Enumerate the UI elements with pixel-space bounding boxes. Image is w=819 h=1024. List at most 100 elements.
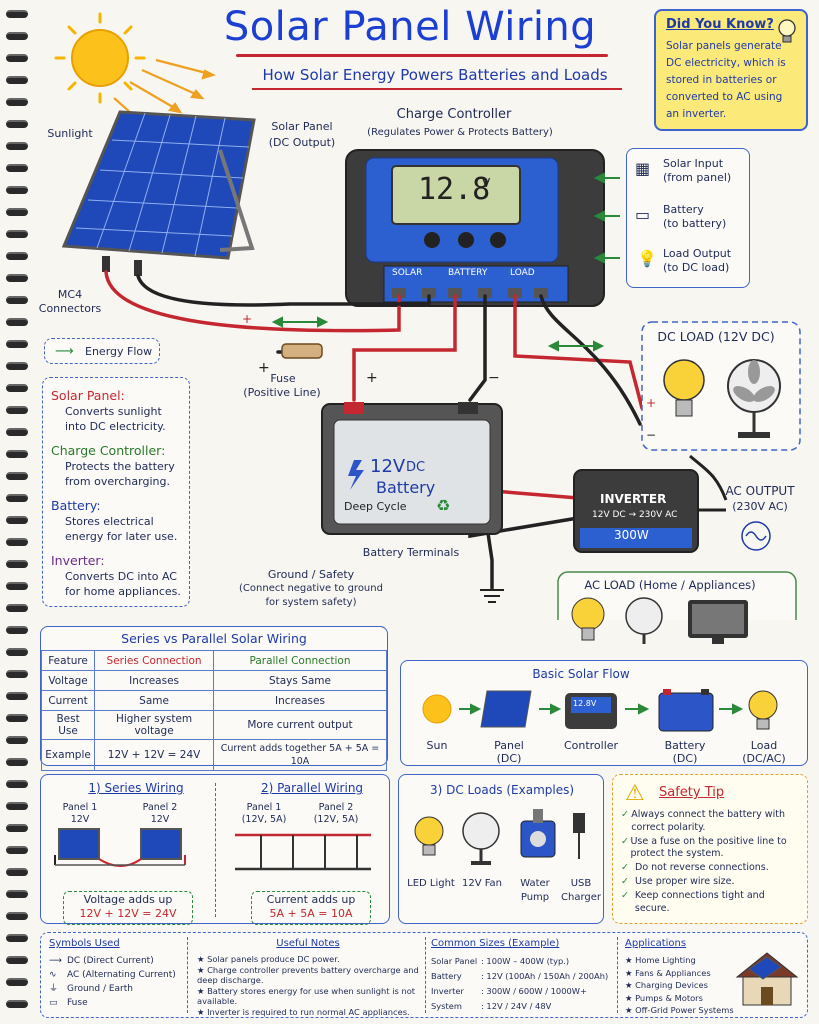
table-cell: Current	[40, 690, 96, 711]
table-cell: 12V + 12V = 24V	[94, 739, 214, 771]
table-cell: Best Use	[40, 710, 96, 740]
dc-load-item: USB Charger	[561, 878, 601, 903]
check-icon: ✓	[621, 875, 629, 887]
lcd-voltage: 12.8	[418, 172, 491, 207]
charge-controller	[345, 149, 605, 307]
definitions-panel: Solar Panel: Converts sunlight into DC e…	[42, 377, 190, 607]
dc-symbol-icon: ⟶	[49, 956, 62, 966]
ground-icon: ⏚	[49, 984, 59, 994]
size-row: System: 12V / 24V / 48V	[431, 999, 617, 1014]
terminal-solar-label: SOLAR	[392, 268, 423, 278]
wiring-examples-panel: 1) Series Wiring 2) Parallel Wiring Pane…	[40, 774, 390, 925]
note-text: Charge controller prevents battery overc…	[197, 964, 419, 986]
flow-step-label: Load	[750, 739, 778, 752]
subtitle-underline	[252, 88, 622, 90]
note-item: ★ Inverter is required to run normal AC …	[197, 1006, 410, 1017]
binding-coil	[6, 648, 28, 656]
binding-coil	[6, 824, 28, 832]
definition-item: Charge Controller: Protects the battery …	[51, 443, 181, 489]
series-note-box	[63, 891, 193, 925]
parallel-panel1: Panel 1	[246, 802, 282, 813]
safety-tip-panel: ⚠ Safety Tip ✓Always connect the battery…	[612, 774, 808, 924]
divider	[425, 937, 426, 1013]
table-row: Current Same Increases	[40, 690, 388, 711]
symbol-item: ∿AC (Alternating Current)	[49, 968, 181, 982]
applications-section: Applications ★ Home Lighting ★ Fans & Ap…	[625, 937, 735, 1017]
basic-flow-icons	[422, 689, 778, 732]
application-text: Off-Grid Power Systems	[635, 1005, 734, 1015]
symbol-item: ⟶DC (Direct Current)	[49, 954, 181, 968]
binding-coil	[6, 274, 28, 282]
bulb-icon	[571, 597, 605, 641]
sizes-title: Common Sizes (Example)	[431, 938, 560, 949]
binding-coil	[6, 406, 28, 414]
definition-term: Battery:	[51, 498, 101, 513]
series-formula: 12V + 12V = 24V	[79, 907, 177, 920]
flow-step-label: Controller	[563, 739, 619, 752]
binding-coil	[6, 538, 28, 546]
flow-step-label: Battery	[664, 739, 706, 752]
size-row: Solar Panel: 100W – 400W (typ.)	[431, 954, 617, 969]
definition-term: Solar Panel:	[51, 388, 125, 403]
terminal-battery-label: BATTERY	[448, 268, 488, 278]
size-label: System	[431, 1001, 462, 1011]
safety-item-text: Always connect the battery with correct …	[631, 809, 785, 833]
definition-desc: Protects the battery from overcharging.	[65, 460, 175, 488]
ac-load-label: AC LOAD (Home / Appliances)	[584, 578, 756, 592]
inverter-watt: 300W	[614, 528, 649, 542]
page-title: Solar Panel Wiring	[223, 4, 597, 50]
series-panel2: Panel 2	[142, 802, 178, 813]
table-cell: Higher system voltage	[94, 710, 214, 740]
application-text: Fans & Appliances	[635, 967, 711, 978]
mini-display: 12.8V	[573, 699, 597, 708]
safety-item-text: Use a fuse on the positive line to prote…	[630, 835, 787, 860]
dc-load-box	[641, 321, 801, 451]
solar-panel-sub: (DC Output)	[268, 136, 336, 149]
table-cell: Increases	[212, 690, 388, 711]
battery-icon	[658, 689, 714, 732]
flow-step-label: Sun	[426, 739, 448, 752]
size-value: : 12V (100Ah / 150Ah / 200Ah)	[481, 971, 609, 981]
definition-desc: Converts DC into AC for home appliances.	[65, 570, 181, 598]
divider	[617, 937, 618, 1013]
wiring-diagram	[54, 12, 801, 620]
table-cell: Stays Same	[212, 670, 388, 691]
notes-title: Useful Notes	[276, 938, 340, 949]
symbol-item: ▭Fuse	[49, 996, 181, 1010]
flow-step-sub: (DC/AC)	[742, 752, 786, 765]
fan-icon	[625, 597, 663, 644]
comparison-title: Series vs Parallel Solar Wiring	[121, 631, 307, 646]
symbols-title: Symbols Used	[49, 938, 120, 949]
safety-item: ✓Always connect the battery with correct…	[621, 809, 801, 835]
dc-loads-icons	[414, 809, 585, 865]
safety-list: ✓ Always connect the battery with correct…	[621, 809, 801, 915]
tv-icon	[688, 600, 748, 644]
note-text: Solar panels produce DC power.	[207, 954, 340, 964]
bottom-legend: Symbols Used ⟶DC (Direct Current) ∿AC (A…	[40, 932, 808, 1018]
definition-item: Battery: Stores electrical energy for la…	[51, 498, 181, 544]
table-cell: Current adds together 5A + 5A = 10A	[212, 739, 388, 771]
house-icon	[735, 952, 799, 1006]
dc-load-minus: −	[646, 428, 657, 442]
fan-icon	[727, 359, 781, 438]
binding-coil	[6, 582, 28, 590]
binding-coil	[6, 714, 28, 722]
ac-output-sub: (230V AC)	[732, 500, 788, 513]
flow-step-sub: (DC)	[672, 752, 698, 765]
parallel-diagram	[235, 833, 371, 871]
ac-load-icons	[571, 597, 748, 644]
application-item: ★ Pumps & Motors	[625, 992, 703, 1003]
fuse-icon: ▭	[49, 998, 58, 1008]
definition-item: Inverter: Converts DC into AC for home a…	[51, 553, 181, 599]
binding-coil	[6, 54, 28, 62]
fan-icon	[462, 812, 500, 865]
application-item: ★ Off-Grid Power Systems	[625, 1005, 734, 1015]
application-item: ★ Home Lighting	[625, 955, 696, 965]
indicator-battery: Battery	[663, 203, 704, 216]
application-text: Pumps & Motors	[635, 992, 703, 1003]
size-value: : 300W / 600W / 1000W+	[481, 986, 587, 996]
binding-coil	[6, 626, 28, 634]
battery-minus-sign: −	[488, 370, 500, 386]
check-icon: ✓	[621, 862, 629, 874]
basic-flow-panel: Basic Solar Flow 12.8V Sun Panel (DC) Co…	[400, 660, 808, 766]
